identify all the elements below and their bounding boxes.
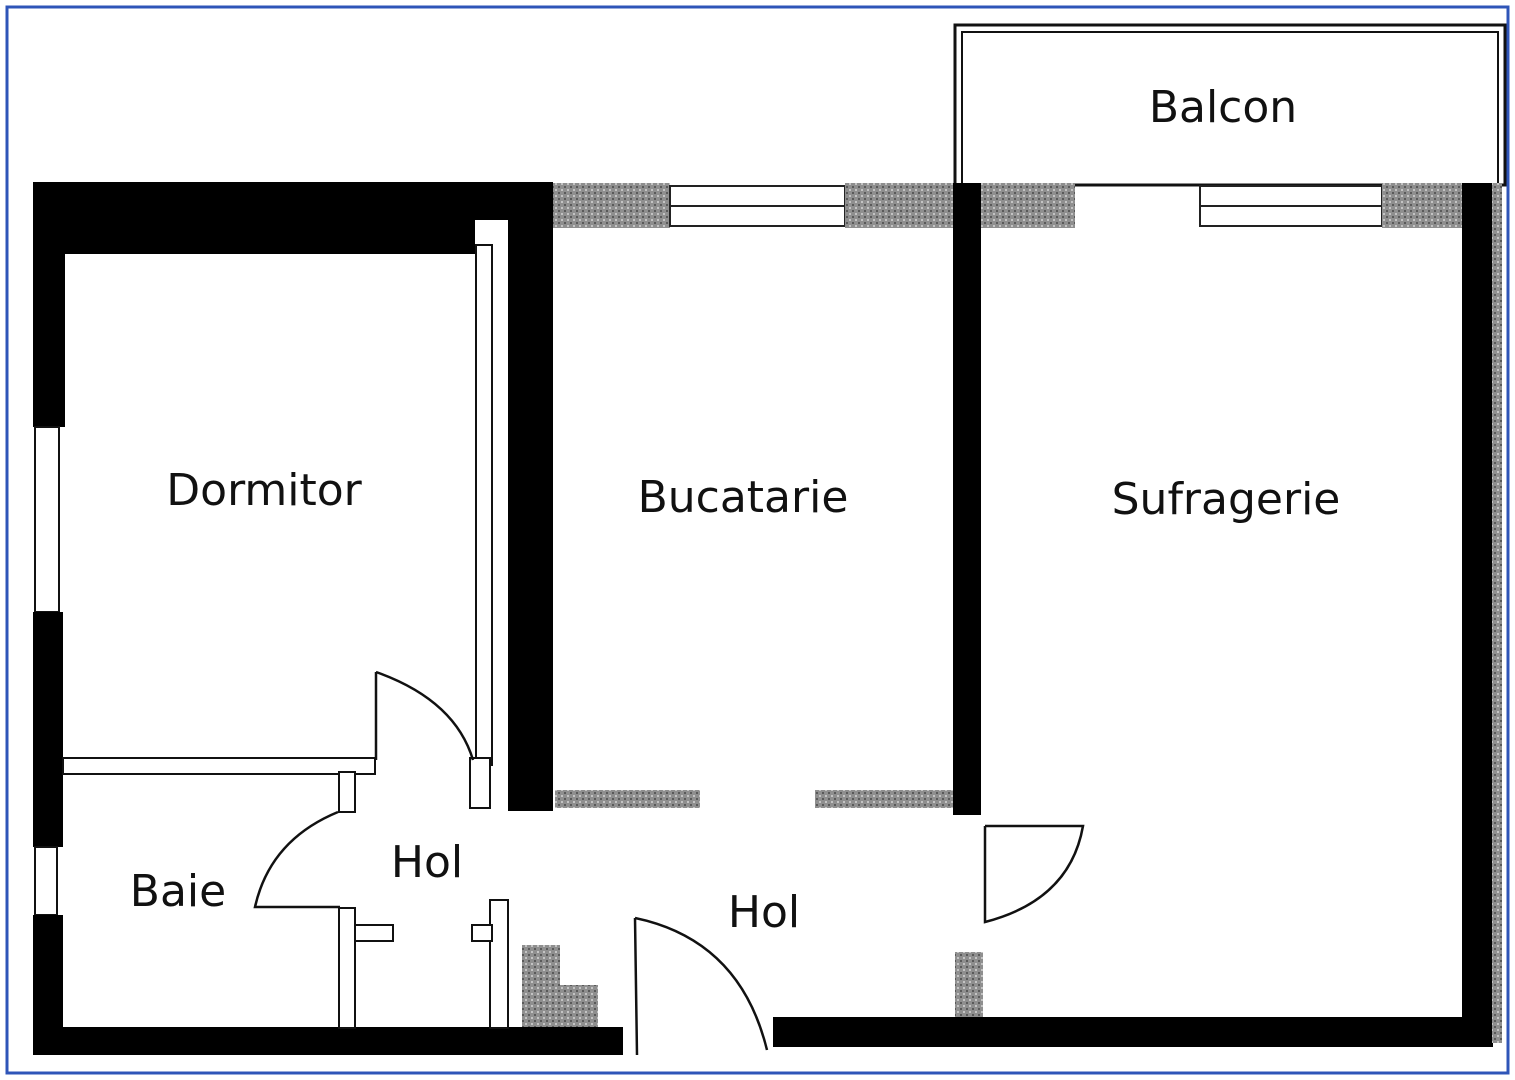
window-icon [669,185,846,227]
window-icon [34,426,60,613]
door-swing-icon [633,916,769,1056]
wall-dormitor-beam [65,218,475,254]
wall-bucatarie-bottom-left [555,790,700,808]
room-label-sufragerie: Sufragerie [1112,474,1341,525]
wall-bucatarie-sufragerie [953,183,981,815]
door-swing-icon [253,810,340,909]
wall-left-upper [33,182,65,427]
door-swing-icon [374,670,475,761]
wall-left-middle [33,612,63,847]
wall-bottom-right [773,1017,1493,1047]
wall-top-sufragerie-left [980,183,1075,228]
room-label-hol-small: Hol [391,837,463,888]
plan-frame [5,5,1510,1075]
wall-top-sufragerie-right [1382,183,1462,228]
room-label-bucatarie: Bucatarie [638,472,849,523]
wall-top-left [33,182,553,220]
wall-top-bucatarie-left [553,183,670,228]
door-swing-icon [983,824,1085,924]
wall-bottom-left [33,1027,623,1055]
wall-entry-hatch [522,945,560,1027]
room-label-dormitor: Dormitor [166,465,362,516]
window-icon [34,846,58,916]
window-icon [1199,185,1383,227]
wall-bucatarie-bottom-right [815,790,953,808]
wall-sufragerie-hatch [955,952,983,1017]
room-label-balcon: Balcon [1149,82,1297,133]
room-label-baie: Baie [130,866,226,917]
room-label-hol-main: Hol [728,887,800,938]
wall-right [1462,183,1492,1043]
wall-dormitor-bucatarie [508,183,553,811]
wall-dormitor-baie [62,757,376,775]
wall-right-hatch [1492,183,1502,1043]
wall-top-bucatarie-right [845,183,955,228]
